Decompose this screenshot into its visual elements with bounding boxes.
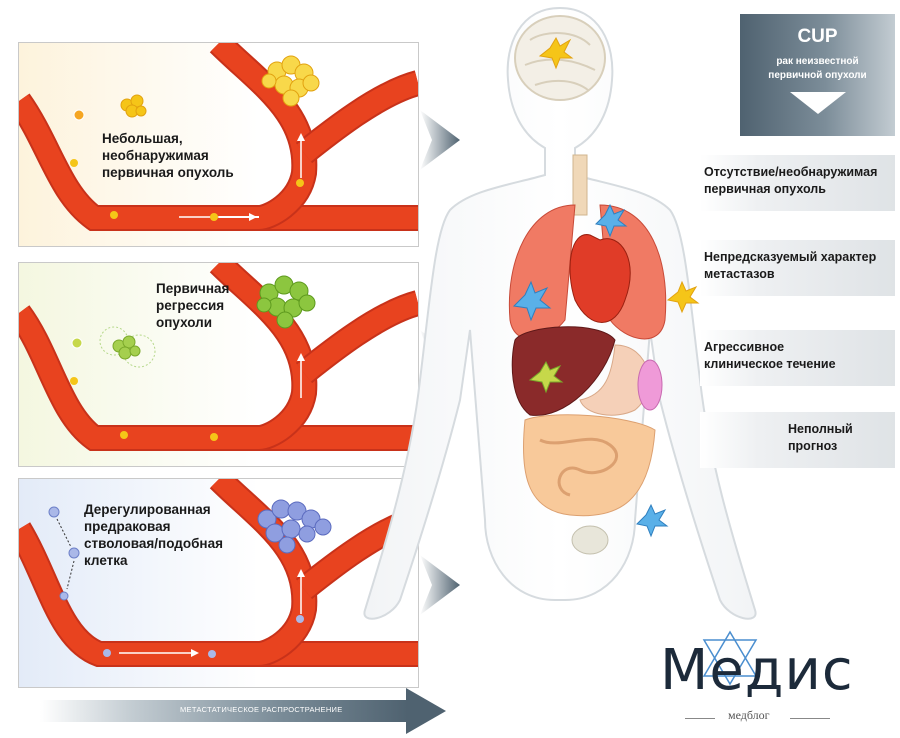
chevron-down-icon [790, 92, 846, 114]
cup-subtitle: рак неизвестной первичной опухоли [768, 56, 867, 81]
metastasis-star-icon [512, 280, 552, 322]
logo-star-icon [702, 630, 758, 686]
arrow-right-icon [420, 110, 460, 170]
primary-tumor-small [120, 94, 147, 118]
metastasis-green [256, 275, 316, 329]
logo-wordmark: Медис [660, 638, 854, 703]
intestines [522, 414, 656, 517]
human-body-figure [363, 6, 757, 620]
cup-title: CUP [797, 26, 838, 47]
panel-dysregulated-stem-cell [18, 478, 419, 688]
arrow-right-icon [406, 688, 446, 734]
vessel-diagram-3 [19, 479, 418, 667]
panel-primary-tumor-regression [18, 262, 419, 467]
logo-divider [790, 718, 830, 719]
heart [569, 234, 631, 323]
liver [511, 326, 616, 416]
brain-metastasis-star [538, 36, 574, 70]
vessel-diagram-2 [19, 263, 418, 451]
metastatic-spread-label: МЕТАСТАТИЧЕСКОЕ РАСПРОСТРАНЕНИЕ [180, 705, 343, 714]
metastasis-blue [257, 499, 332, 554]
panel-2-label: Первичная регрессия опухоли [156, 281, 230, 330]
metastatic-spread-bar: МЕТАСТАТИЧЕСКОЕ РАСПРОСТРАНЕНИЕ [40, 700, 408, 722]
metastasis-star-icon [594, 203, 628, 238]
metastasis-star-icon [635, 503, 669, 538]
regressing-tumor [99, 326, 156, 368]
cup-box: CUP рак неизвестной первичной опухоли [740, 14, 895, 136]
panel-1-label: Небольшая, необнаружимая первичная опухо… [102, 131, 234, 180]
panel-small-undetectable-primary [18, 42, 419, 247]
metastasis-star-icon [666, 280, 700, 314]
arrow-right-icon [420, 555, 460, 615]
logo-tagline: медблог [728, 708, 770, 722]
metastasis-yellow [261, 55, 320, 107]
vessel-diagram-1 [19, 43, 418, 231]
panel-3-label: Дерегулированная предраковая стволовая/п… [84, 502, 223, 568]
logo-divider [685, 718, 715, 719]
